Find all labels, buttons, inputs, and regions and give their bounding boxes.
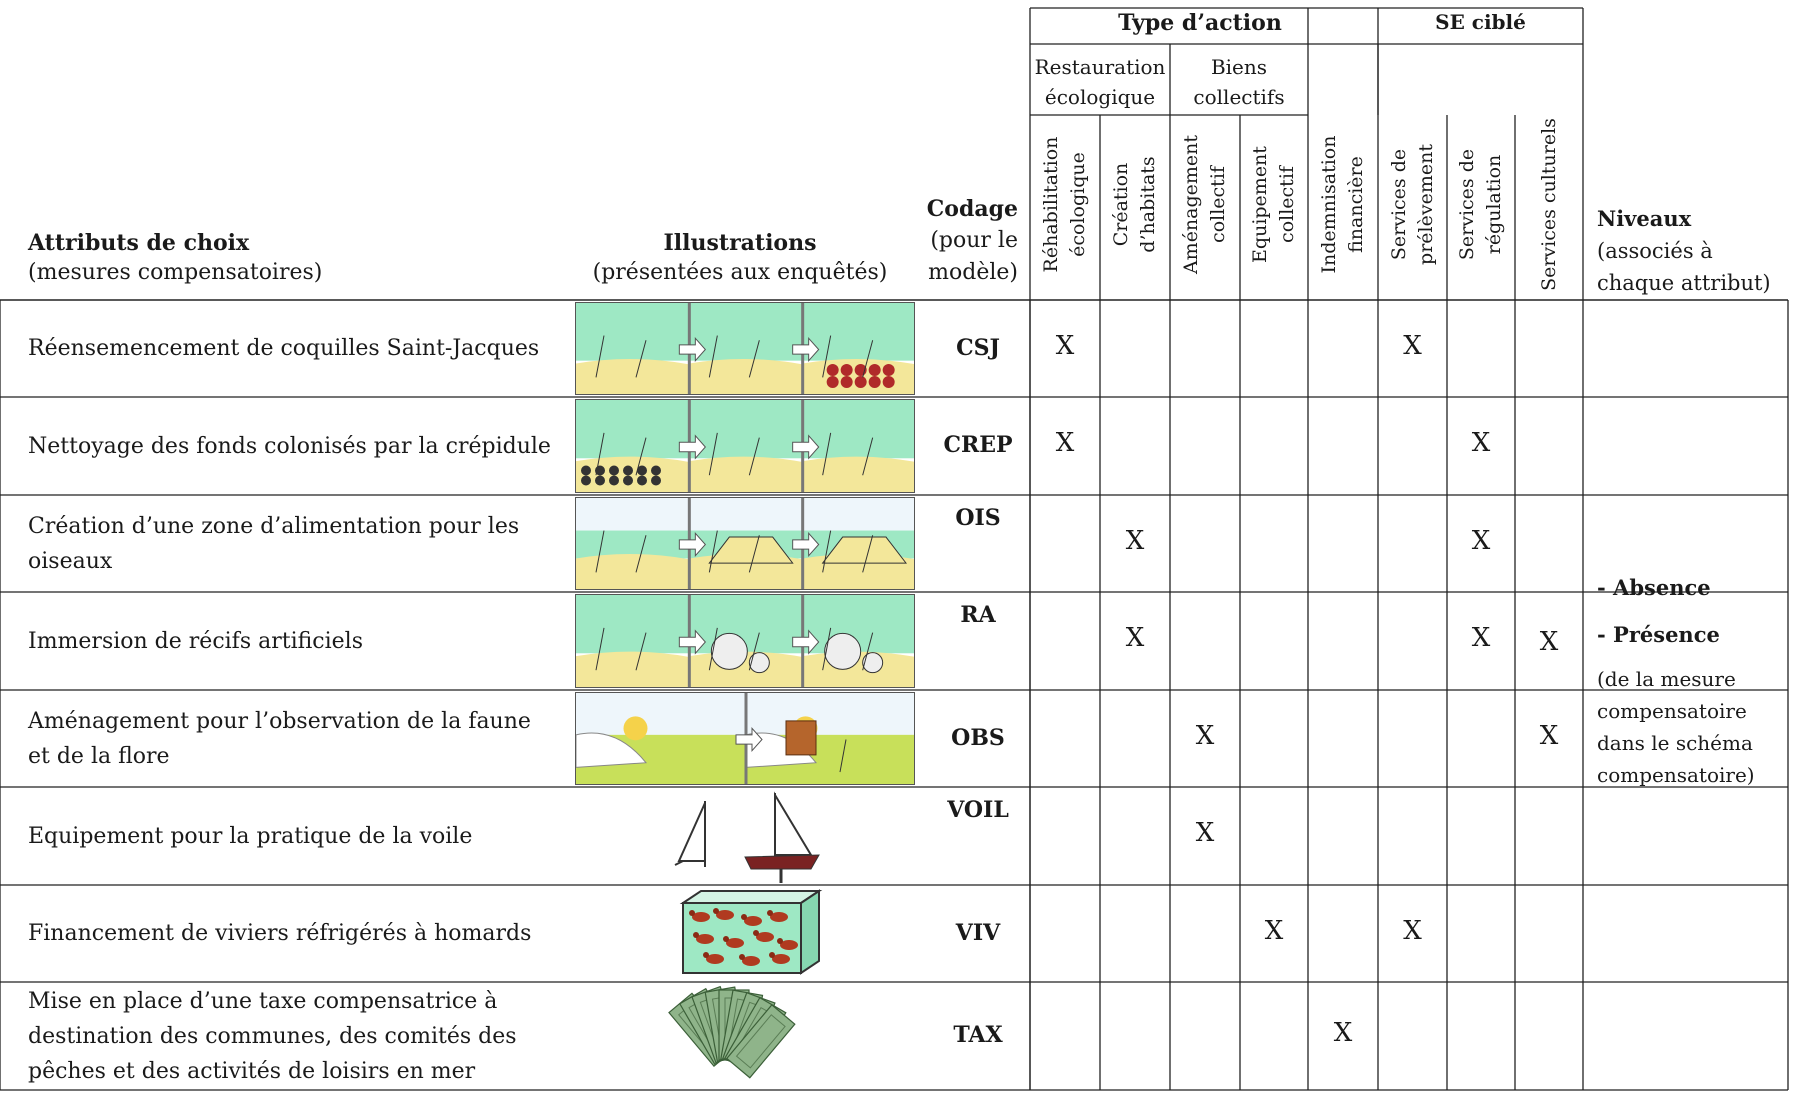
mark-ois-col2: X bbox=[1125, 525, 1145, 556]
restauration-line2: écologique bbox=[1044, 85, 1156, 109]
mark-crep-col1: X bbox=[1055, 428, 1075, 458]
sailboat-illustration bbox=[575, 789, 915, 883]
biens-header: Biens collectifs bbox=[1170, 52, 1308, 112]
restauration-line1: Restauration bbox=[1034, 55, 1166, 79]
column-header-line: Indemnisation bbox=[1318, 135, 1340, 274]
wildlife-observatory-illustration bbox=[575, 692, 915, 785]
bird-feeding-zone-illustration bbox=[575, 497, 915, 590]
codage-title: Codage bbox=[926, 196, 1018, 222]
column-header-line: collectif bbox=[1276, 166, 1298, 243]
type-action-header: Type d’action bbox=[1118, 10, 1282, 36]
code-voil: VOIL bbox=[947, 797, 1009, 823]
mark-viv-col6: X bbox=[1403, 915, 1422, 946]
codage-sub1: (pour le bbox=[930, 228, 1018, 253]
niveaux-sub2: chaque attribut) bbox=[1597, 271, 1771, 295]
code-ra: RA bbox=[960, 602, 996, 628]
biens-line2: collectifs bbox=[1193, 85, 1285, 109]
mark-voil-col3: X bbox=[1195, 818, 1215, 848]
code-tax: TAX bbox=[953, 1022, 1003, 1048]
column-header-line: Création bbox=[1110, 162, 1132, 247]
restauration-header: Restauration écologique bbox=[1030, 52, 1170, 112]
mark-ra-col2: X bbox=[1125, 623, 1145, 653]
attr-subtitle: (mesures compensatoires) bbox=[28, 260, 323, 285]
attr-title: Attributs de choix bbox=[28, 230, 250, 256]
mark-viv-col4: X bbox=[1264, 915, 1284, 946]
mark-ra-col7: X bbox=[1471, 623, 1491, 653]
niveaux-header: Niveaux (associés à chaque attribut) bbox=[1597, 203, 1771, 299]
se-cible-header: SE ciblé bbox=[1435, 10, 1526, 34]
column-header-line: financière bbox=[1345, 156, 1367, 253]
code-crep: CREP bbox=[943, 432, 1013, 458]
mark-csj-col6: X bbox=[1403, 330, 1422, 361]
attribute-label-obs: Aménagement pour l’observation de la fau… bbox=[28, 708, 531, 769]
level-presence: - Présence bbox=[1597, 622, 1720, 647]
level-absence: - Absence bbox=[1597, 575, 1711, 600]
mark-obs-col8: X bbox=[1539, 720, 1559, 751]
mark-ra-col8: X bbox=[1539, 627, 1559, 657]
level-note: (de la mesure compensatoire dans le sché… bbox=[1597, 667, 1755, 787]
column-header-line: Services de bbox=[1456, 148, 1478, 261]
attribute-label-crep: Nettoyage des fonds colonisés par la cré… bbox=[28, 433, 551, 459]
mark-ois-col7: X bbox=[1471, 525, 1491, 556]
code-viv: VIV bbox=[955, 919, 1001, 946]
illustrations-header: Illustrations (présentées aux enquêtés) bbox=[580, 230, 900, 285]
mark-obs-col3: X bbox=[1195, 720, 1215, 751]
column-header-line: collectif bbox=[1207, 166, 1229, 243]
column-header-line: d’habitats bbox=[1137, 156, 1159, 253]
codage-sub2: modèle) bbox=[928, 260, 1018, 285]
column-header-line: Equipement bbox=[1249, 146, 1271, 263]
mark-csj-col1: X bbox=[1055, 330, 1075, 361]
biens-line1: Biens bbox=[1210, 55, 1268, 79]
scallop-reseeding-illustration bbox=[575, 302, 915, 395]
column-header-line: Services de bbox=[1387, 148, 1410, 261]
column-header-line: Réhabilitation bbox=[1040, 136, 1062, 273]
attribute-label-ra: Immersion de récifs artificiels bbox=[28, 628, 363, 654]
ill-title: Illustrations bbox=[663, 230, 817, 256]
column-header-line: régulation bbox=[1483, 154, 1505, 255]
ill-subtitle: (présentées aux enquêtés) bbox=[592, 260, 888, 285]
slipper-limpet-cleanup-illustration bbox=[575, 399, 915, 493]
column-header-line: Aménagement bbox=[1180, 134, 1202, 275]
attribute-label-tax: Mise en place d’une taxe compensatrice à… bbox=[28, 988, 517, 1084]
column-header-line: Services culturels bbox=[1537, 118, 1560, 291]
attribute-label-voil: Equipement pour la pratique de la voile bbox=[28, 823, 473, 849]
code-obs: OBS bbox=[951, 724, 1005, 751]
niveaux-title: Niveaux bbox=[1597, 206, 1692, 231]
column-header-line: écologique bbox=[1067, 152, 1089, 257]
column-header-8: Services culturels bbox=[1536, 117, 1563, 292]
code-ois: OIS bbox=[955, 505, 1001, 531]
code-csj: CSJ bbox=[956, 334, 1000, 361]
attribute-label-ois: Création d’une zone d’alimentation pour … bbox=[28, 513, 520, 574]
mark-tax-col5: X bbox=[1333, 1018, 1353, 1048]
codage-header: Codage (pour le modèle) bbox=[918, 193, 1018, 289]
attr-header: Attributs de choix (mesures compensatoir… bbox=[28, 230, 322, 285]
column-header-line: prélèvement bbox=[1414, 144, 1437, 265]
attribute-label-viv: Financement de viviers réfrigérés à homa… bbox=[28, 921, 532, 946]
mark-crep-col7: X bbox=[1471, 428, 1491, 458]
banknotes-illustration bbox=[575, 984, 915, 1088]
attribute-label-csj: Réensemencement de coquilles Saint-Jacqu… bbox=[28, 336, 540, 361]
niveaux-sub1: (associés à bbox=[1597, 239, 1713, 263]
levels-panel: - Absence - Présence (de la mesure compe… bbox=[1597, 575, 1792, 791]
artificial-reef-illustration bbox=[575, 594, 915, 688]
lobster-tank-illustration bbox=[575, 887, 915, 980]
